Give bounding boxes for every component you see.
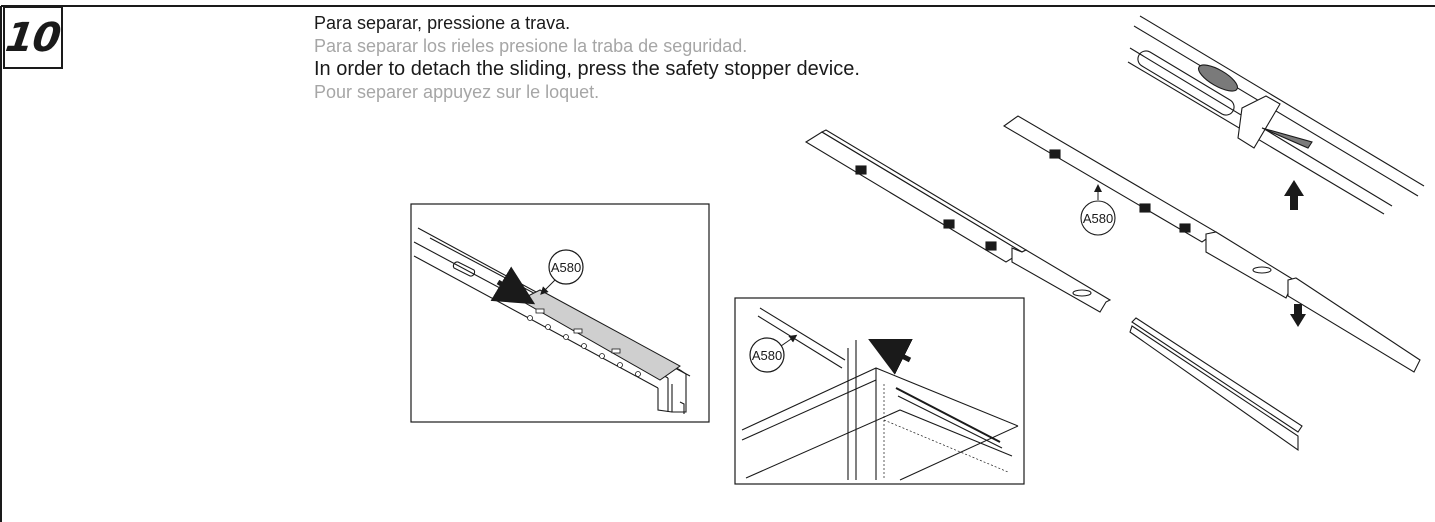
instruction-spanish: Para separar los rieles presione la trab…: [314, 36, 748, 56]
instruction-french: Pour separer appuyez sur le loquet.: [314, 82, 600, 102]
detail-inset-cabinet: A580: [734, 297, 1025, 485]
magnified-latch-detail: [1127, 15, 1425, 215]
part-label-main: A580: [1083, 211, 1113, 226]
instruction-english: In order to detach the sliding, press th…: [314, 58, 860, 80]
step-number-box: 10: [3, 6, 63, 69]
part-label-inset-2: A580: [752, 348, 782, 363]
drawer-slide-rail-center: [1002, 115, 1421, 373]
drawer-slide-rail-left: [804, 129, 1112, 313]
detail-inset-rail-closeup: A580: [410, 203, 710, 423]
push-arrow-icon: [1284, 180, 1306, 327]
instruction-text-block: Para separar, pressione a trava. Para se…: [314, 12, 1074, 104]
instruction-portuguese: Para separar, pressione a trava.: [314, 13, 571, 33]
part-label-inset-1: A580: [551, 260, 581, 275]
inner-slide-member: [1129, 317, 1303, 452]
